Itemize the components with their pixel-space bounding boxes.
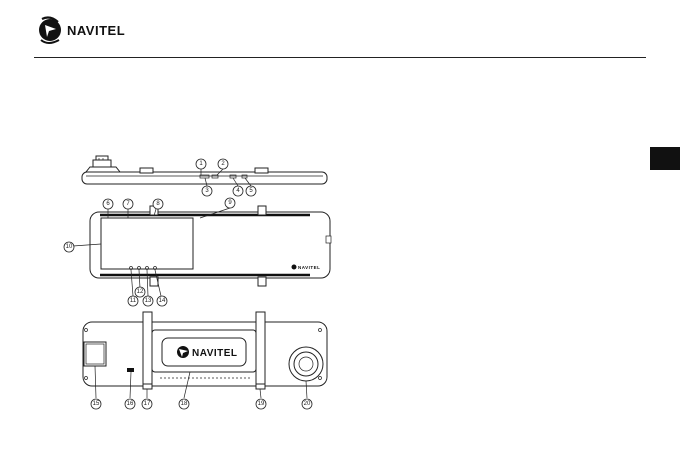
- callout-3: 3: [201, 185, 213, 197]
- header-divider: [34, 57, 646, 58]
- callout-1: 1: [195, 158, 207, 170]
- callout-11: 11: [127, 295, 139, 307]
- callout-13: 13: [142, 295, 154, 307]
- callout-number-18: 18: [181, 401, 188, 407]
- callout-number-4: 4: [236, 188, 240, 194]
- callout-number-2: 2: [221, 161, 225, 167]
- callout-number-13: 13: [145, 298, 152, 304]
- callout-number-16: 16: [127, 401, 134, 407]
- device-rear-view: NAVITEL: [82, 311, 328, 399]
- language-tab-marker: [650, 147, 680, 170]
- callout-7: 7: [122, 198, 134, 210]
- callout-number-11: 11: [130, 298, 137, 304]
- callout-number-1: 1: [199, 161, 203, 167]
- navitel-emblem-icon: [39, 16, 61, 44]
- callout-number-6: 6: [106, 201, 110, 207]
- callout-8: 8: [152, 198, 164, 210]
- callout-number-5: 5: [249, 188, 253, 194]
- rear-logo-text: NAVITEL: [192, 348, 238, 359]
- header-brand-name: NAVITEL: [67, 23, 125, 38]
- device-top-view: [81, 155, 328, 187]
- callout-19: 19: [255, 398, 267, 410]
- callout-number-14: 14: [159, 298, 166, 304]
- callout-5: 5: [245, 185, 257, 197]
- callout-number-12: 12: [137, 289, 144, 295]
- callout-17: 17: [141, 398, 153, 410]
- front-navitel-logo: NAVITEL: [291, 264, 320, 270]
- navitel-header-logo: NAVITEL: [39, 16, 125, 44]
- callout-number-8: 8: [156, 201, 160, 207]
- rear-navitel-logo: NAVITEL: [177, 346, 238, 359]
- callout-20: 20: [301, 398, 313, 410]
- callout-14: 14: [156, 295, 168, 307]
- callout-6: 6: [102, 198, 114, 210]
- callout-15: 15: [90, 398, 102, 410]
- callout-12: 12: [134, 286, 146, 298]
- device-front-view: NAVITEL: [72, 205, 332, 297]
- callout-2: 2: [217, 158, 229, 170]
- callout-9: 9: [224, 197, 236, 209]
- front-logo-text: NAVITEL: [298, 265, 320, 270]
- callout-16: 16: [124, 398, 136, 410]
- callout-10: 10: [63, 241, 75, 253]
- callout-number-20: 20: [304, 401, 311, 407]
- callout-number-3: 3: [205, 188, 209, 194]
- callout-number-7: 7: [126, 201, 130, 207]
- callout-18: 18: [178, 398, 190, 410]
- callout-number-9: 9: [228, 200, 232, 206]
- callout-number-15: 15: [93, 401, 100, 407]
- callout-4: 4: [232, 185, 244, 197]
- callout-number-17: 17: [144, 401, 151, 407]
- callout-number-10: 10: [66, 244, 73, 250]
- callout-number-19: 19: [258, 401, 265, 407]
